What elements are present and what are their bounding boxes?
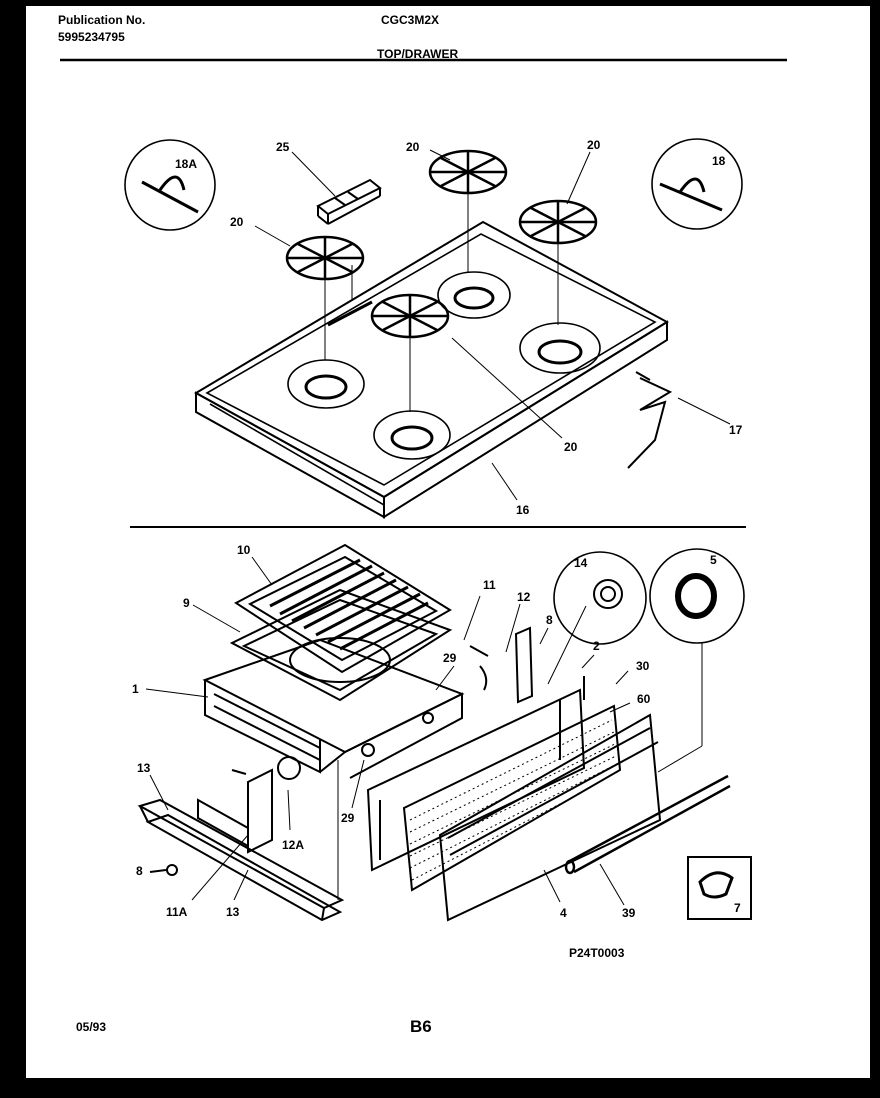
callout-13-upper: 13 — [137, 761, 151, 775]
drawer-handle — [564, 774, 731, 875]
callout-11: 11 — [483, 578, 496, 592]
callout-4: 4 — [560, 906, 567, 920]
drawer-brackets — [197, 756, 301, 854]
drawer-frame — [202, 638, 465, 779]
broiler-rack — [234, 543, 452, 674]
drawer-panel-back — [366, 676, 586, 872]
page-number: B6 — [410, 1017, 432, 1036]
callout-20-back: 20 — [406, 140, 420, 154]
callout-5: 5 — [710, 553, 717, 567]
callout-25: 25 — [276, 140, 290, 154]
roller — [361, 712, 434, 757]
callout-29-upper: 29 — [443, 651, 457, 665]
callout-9: 9 — [183, 596, 190, 610]
callout-10: 10 — [237, 543, 251, 557]
callout-7: 7 — [734, 901, 741, 915]
callout-18A: 18A — [175, 157, 198, 171]
wire-clip — [627, 371, 673, 469]
insulation-panel — [402, 704, 622, 892]
side-bracket — [469, 626, 534, 704]
screw — [149, 864, 178, 876]
callout-12: 12 — [517, 590, 531, 604]
callout-30: 30 — [636, 659, 650, 673]
callout-14: 14 — [574, 556, 588, 570]
callout-20-right: 20 — [587, 138, 601, 152]
figure-code: P24T0003 — [569, 946, 625, 960]
drawer-rails — [137, 798, 345, 922]
detail-circle-18 — [651, 138, 743, 230]
callout-17: 17 — [729, 423, 743, 437]
publication-number: 5995234795 — [58, 30, 125, 44]
callout-11A: 11A — [166, 905, 188, 919]
detail-circle-14 — [553, 551, 647, 645]
model-number: CGC3M2X — [381, 13, 440, 27]
broiler-pan — [229, 588, 453, 702]
drawer-front — [438, 713, 662, 922]
grate-right — [518, 199, 598, 245]
callout-1: 1 — [132, 682, 139, 696]
spreader-bar — [316, 178, 382, 225]
publication-label: Publication No. — [58, 13, 146, 27]
grate-center — [370, 293, 450, 339]
detail-box-7 — [687, 856, 752, 920]
callout-8-lower: 8 — [136, 864, 143, 878]
callout-60: 60 — [637, 692, 651, 706]
callout-16: 16 — [516, 503, 530, 517]
detail-circle-5 — [649, 548, 745, 644]
parts-sheet — [26, 6, 870, 1078]
callout-20-center: 20 — [564, 440, 578, 454]
cooktop-drawing — [193, 220, 669, 519]
callout-2: 2 — [593, 639, 600, 653]
callout-12A: 12A — [282, 838, 305, 852]
detail-circle-18A — [124, 139, 216, 231]
grate-back — [428, 149, 508, 195]
callout-39: 39 — [622, 906, 636, 920]
footer-date: 05/93 — [76, 1020, 107, 1034]
callout-29-lower: 29 — [341, 811, 355, 825]
callout-13-lower: 13 — [226, 905, 240, 919]
callout-8-upper: 8 — [546, 613, 553, 627]
callout-20-left: 20 — [230, 215, 244, 229]
section-title: TOP/DRAWER — [377, 47, 459, 61]
callout-18: 18 — [712, 154, 726, 168]
